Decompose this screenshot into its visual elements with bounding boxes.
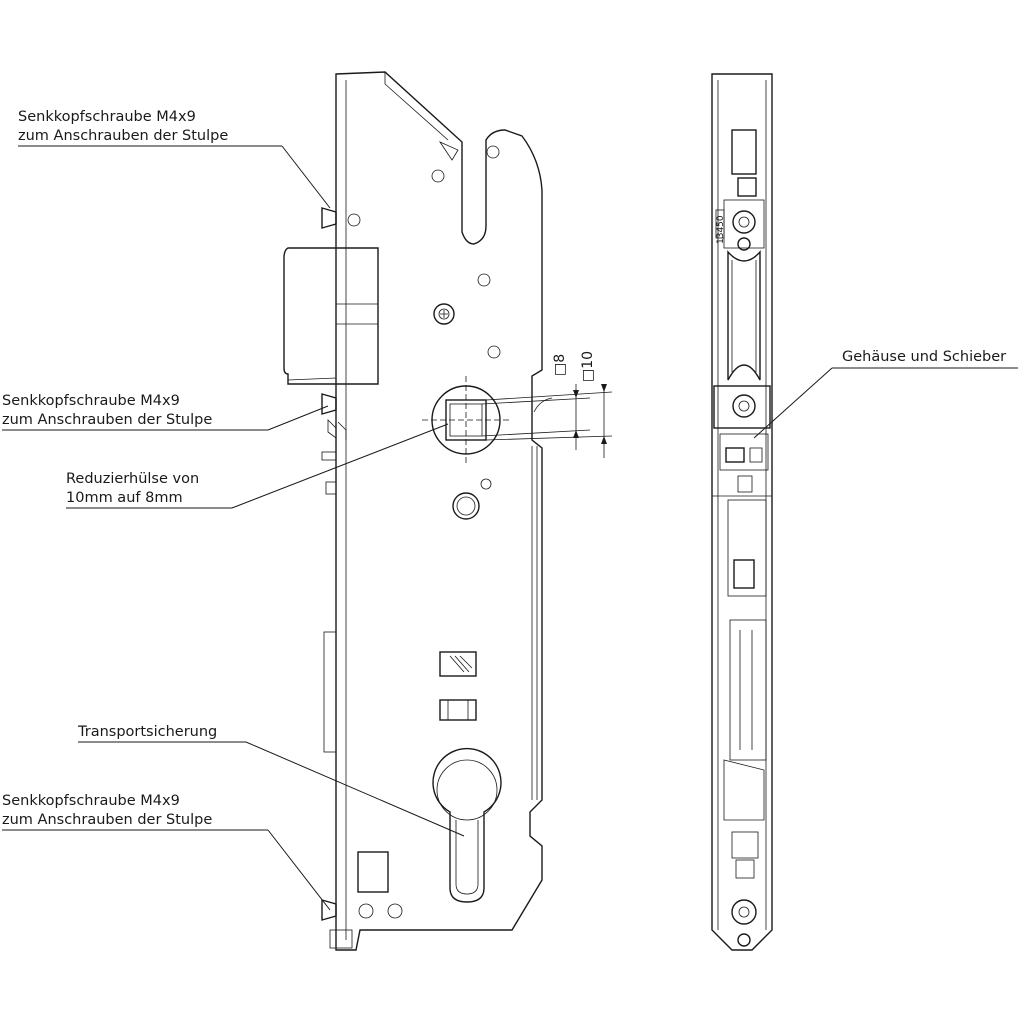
lock-side-view: [711, 73, 773, 951]
follower-reducer-sleeve: [422, 376, 510, 464]
annotation-transport-line1: Transportsicherung: [78, 724, 218, 740]
annotation-reducer-line2: 10mm auf 8mm: [66, 490, 183, 506]
annotation-screw-middle-line1: Senkkopfschraube M4x9: [2, 393, 180, 409]
case-large-hole: [452, 492, 480, 520]
annotation-screw-middle-line2: zum Anschrauben der Stulpe: [2, 412, 213, 428]
annotation-screw-bottom-line2: zum Anschrauben der Stulpe: [2, 812, 213, 828]
annotation-screw-bottom: Senkkopfschraube M4x9 zum Anschrauben de…: [2, 792, 212, 830]
side-part-code: 13450: [716, 215, 726, 244]
square-dimension-lines: [481, 384, 613, 458]
annotation-reducer-line1: Reduzierhülse von: [66, 471, 200, 487]
annotation-transport: Transportsicherung: [78, 723, 217, 742]
annotation-reducer: Reduzierhülse von 10mm auf 8mm: [66, 470, 199, 508]
torx-screw-front: [433, 303, 455, 325]
latch-bolt: [283, 247, 379, 385]
transport-safety-blocks: [439, 651, 477, 721]
annotation-screw-top-line2: zum Anschrauben der Stulpe: [18, 128, 229, 144]
annotation-screw-middle: Senkkopfschraube M4x9 zum Anschrauben de…: [2, 392, 212, 430]
countersunk-screw-top: [321, 207, 337, 229]
cylinder-cutout: [432, 747, 502, 903]
annotation-housing-line1: Gehäuse und Schieber: [842, 349, 1007, 365]
annotation-screw-top-line1: Senkkopfschraube M4x9: [18, 109, 196, 125]
dimension-square-10: □10: [580, 350, 596, 382]
annotation-screw-bottom-line1: Senkkopfschraube M4x9: [2, 793, 180, 809]
annotation-housing: Gehäuse und Schieber: [842, 348, 1006, 367]
countersunk-screw-middle: [321, 393, 337, 415]
side-flanges: [321, 419, 353, 949]
case-holes: [347, 169, 501, 919]
dimension-square-8: □8: [552, 353, 568, 376]
lock-case-front-view: [335, 71, 543, 951]
case-bottom-square: [357, 851, 389, 893]
annotation-screw-top: Senkkopfschraube M4x9 zum Anschrauben de…: [18, 108, 228, 146]
countersunk-screw-bottom: [321, 899, 337, 921]
